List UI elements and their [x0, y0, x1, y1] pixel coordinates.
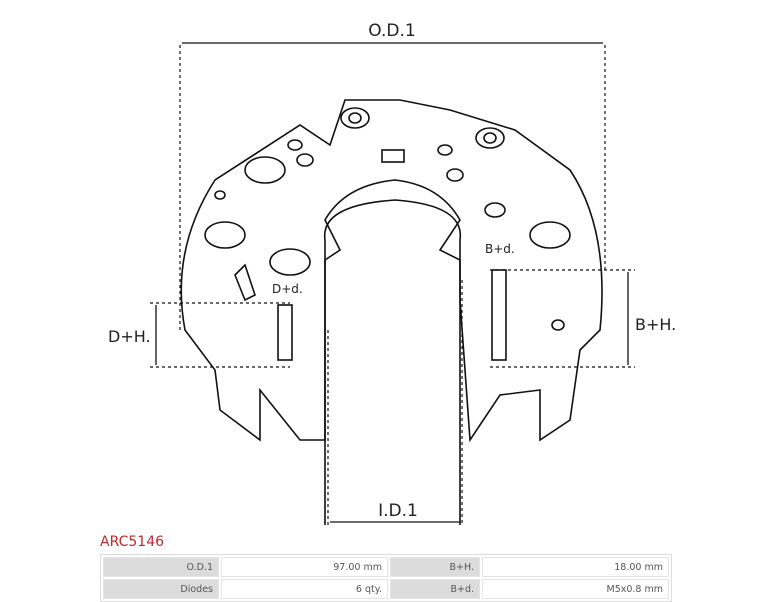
spec-table: O.D.1 97.00 mm B+H. 18.00 mm Diodes 6 qt…: [100, 554, 672, 602]
bd-label: B+d.: [485, 242, 515, 256]
rectifier-diagram: O.D.1 I.D.1 D+H. D+d. B+H. B+d.: [108, 21, 676, 525]
table-row: O.D.1 97.00 mm B+H. 18.00 mm: [103, 557, 669, 577]
spec-label: O.D.1: [103, 557, 219, 577]
table-row: Diodes 6 qty. B+d. M5x0.8 mm: [103, 579, 669, 599]
center-bore: [323, 199, 462, 525]
dh-label: D+H.: [108, 327, 151, 346]
spec-label: B+d.: [390, 579, 480, 599]
od-label: O.D.1: [368, 21, 415, 41]
spec-value: 97.00 mm: [221, 557, 388, 577]
rectifier-body: [180, 99, 603, 443]
id-label: I.D.1: [378, 501, 418, 521]
spec-value: 18.00 mm: [482, 557, 669, 577]
spec-value: M5x0.8 mm: [482, 579, 669, 599]
product-code: ARC5146: [100, 534, 165, 550]
dd-label: D+d.: [272, 282, 303, 296]
bh-label: B+H.: [635, 315, 676, 334]
spec-label: B+H.: [390, 557, 480, 577]
spec-label: Diodes: [103, 579, 219, 599]
spec-value: 6 qty.: [221, 579, 388, 599]
